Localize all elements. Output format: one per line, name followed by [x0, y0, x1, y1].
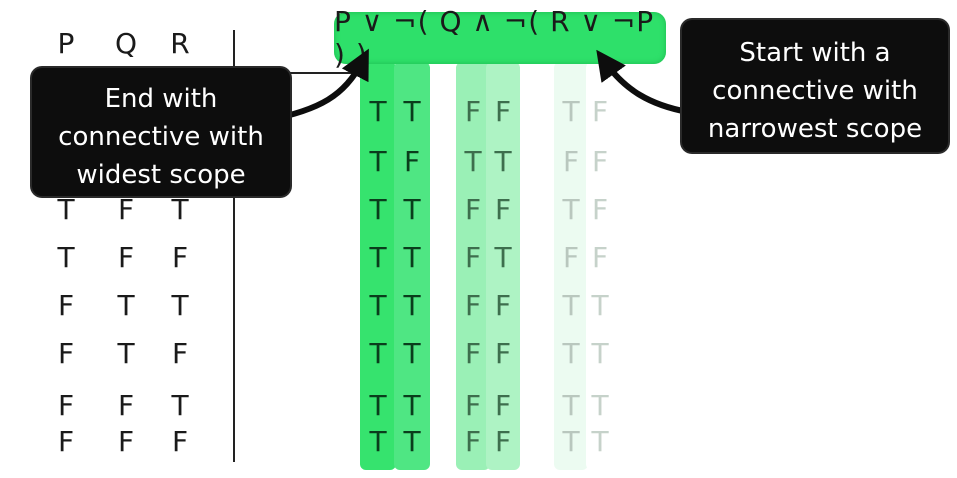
column-band: [456, 62, 490, 470]
truth-value: T: [369, 389, 387, 422]
table-cell: T: [117, 289, 135, 322]
column-band: [360, 62, 396, 470]
truth-value: T: [562, 95, 580, 128]
truth-value: F: [494, 337, 512, 370]
callout-right-line-2: connective with: [712, 76, 918, 106]
callout-widest-scope: End with connective with widest scope: [32, 68, 290, 196]
truth-value: F: [494, 425, 512, 458]
truth-value: T: [369, 145, 387, 178]
callout-right-line-1: Start with a: [739, 38, 891, 68]
table-divider: [233, 30, 235, 462]
truth-value: T: [562, 337, 580, 370]
truth-value: T: [562, 193, 580, 226]
table-cell: F: [57, 389, 75, 422]
truth-value: F: [591, 145, 609, 178]
truth-value: F: [591, 193, 609, 226]
table-cell: T: [117, 337, 135, 370]
truth-value: F: [403, 145, 421, 178]
truth-value: T: [403, 95, 421, 128]
truth-value: T: [403, 337, 421, 370]
truth-value: T: [591, 425, 609, 458]
table-cell: T: [57, 241, 75, 274]
header-p: P: [57, 27, 75, 60]
table-cell: F: [117, 241, 135, 274]
truth-value: T: [403, 289, 421, 322]
truth-value: F: [464, 289, 482, 322]
column-band: [486, 62, 520, 470]
table-cell: F: [57, 289, 75, 322]
truth-value: T: [369, 425, 387, 458]
truth-value: F: [494, 95, 512, 128]
callout-narrowest-scope: Start with a connective with narrowest s…: [682, 20, 948, 152]
truth-value: F: [464, 241, 482, 274]
column-band: [554, 62, 588, 470]
table-cell: F: [117, 193, 135, 226]
truth-value: F: [464, 389, 482, 422]
header-r: R: [170, 27, 190, 60]
callout-left-line-1: End with: [104, 84, 218, 114]
truth-value: T: [369, 193, 387, 226]
truth-value: T: [403, 425, 421, 458]
column-band: [394, 62, 430, 470]
truth-value: F: [494, 193, 512, 226]
truth-value: F: [464, 95, 482, 128]
truth-value: F: [562, 241, 580, 274]
truth-value: T: [403, 241, 421, 274]
column-band: [586, 62, 614, 470]
truth-value: T: [369, 241, 387, 274]
table-cell: F: [117, 389, 135, 422]
callout-left-line-3: widest scope: [76, 160, 246, 190]
truth-value: F: [494, 289, 512, 322]
truth-value: T: [464, 145, 482, 178]
table-cell: F: [171, 425, 189, 458]
table-cell: T: [171, 289, 189, 322]
truth-value: F: [464, 193, 482, 226]
truth-value: T: [369, 95, 387, 128]
truth-value: F: [562, 145, 580, 178]
truth-value: T: [591, 289, 609, 322]
callout-right-line-3: narrowest scope: [707, 114, 923, 144]
truth-value: T: [369, 289, 387, 322]
truth-value: T: [403, 193, 421, 226]
truth-value: T: [494, 241, 512, 274]
truth-value: F: [591, 241, 609, 274]
table-cell: F: [57, 425, 75, 458]
table-cell: T: [57, 193, 75, 226]
truth-value: F: [494, 389, 512, 422]
truth-value: T: [562, 389, 580, 422]
header-q: Q: [114, 27, 138, 60]
callout-left-line-2: connective with: [58, 122, 264, 152]
truth-value: T: [403, 389, 421, 422]
truth-value: T: [591, 337, 609, 370]
truth-value: T: [562, 289, 580, 322]
table-cell: F: [171, 241, 189, 274]
table-cell: F: [171, 337, 189, 370]
table-cell: F: [57, 337, 75, 370]
truth-value: F: [591, 95, 609, 128]
header-rule: [280, 72, 360, 74]
truth-value: T: [562, 425, 580, 458]
table-cell: T: [171, 389, 189, 422]
truth-value: T: [494, 145, 512, 178]
arrow-to-narrow-scope: [596, 49, 689, 115]
table-cell: T: [171, 193, 189, 226]
truth-value: T: [369, 337, 387, 370]
truth-value: F: [464, 337, 482, 370]
truth-value: T: [591, 389, 609, 422]
table-cell: F: [117, 425, 135, 458]
truth-value: F: [464, 425, 482, 458]
